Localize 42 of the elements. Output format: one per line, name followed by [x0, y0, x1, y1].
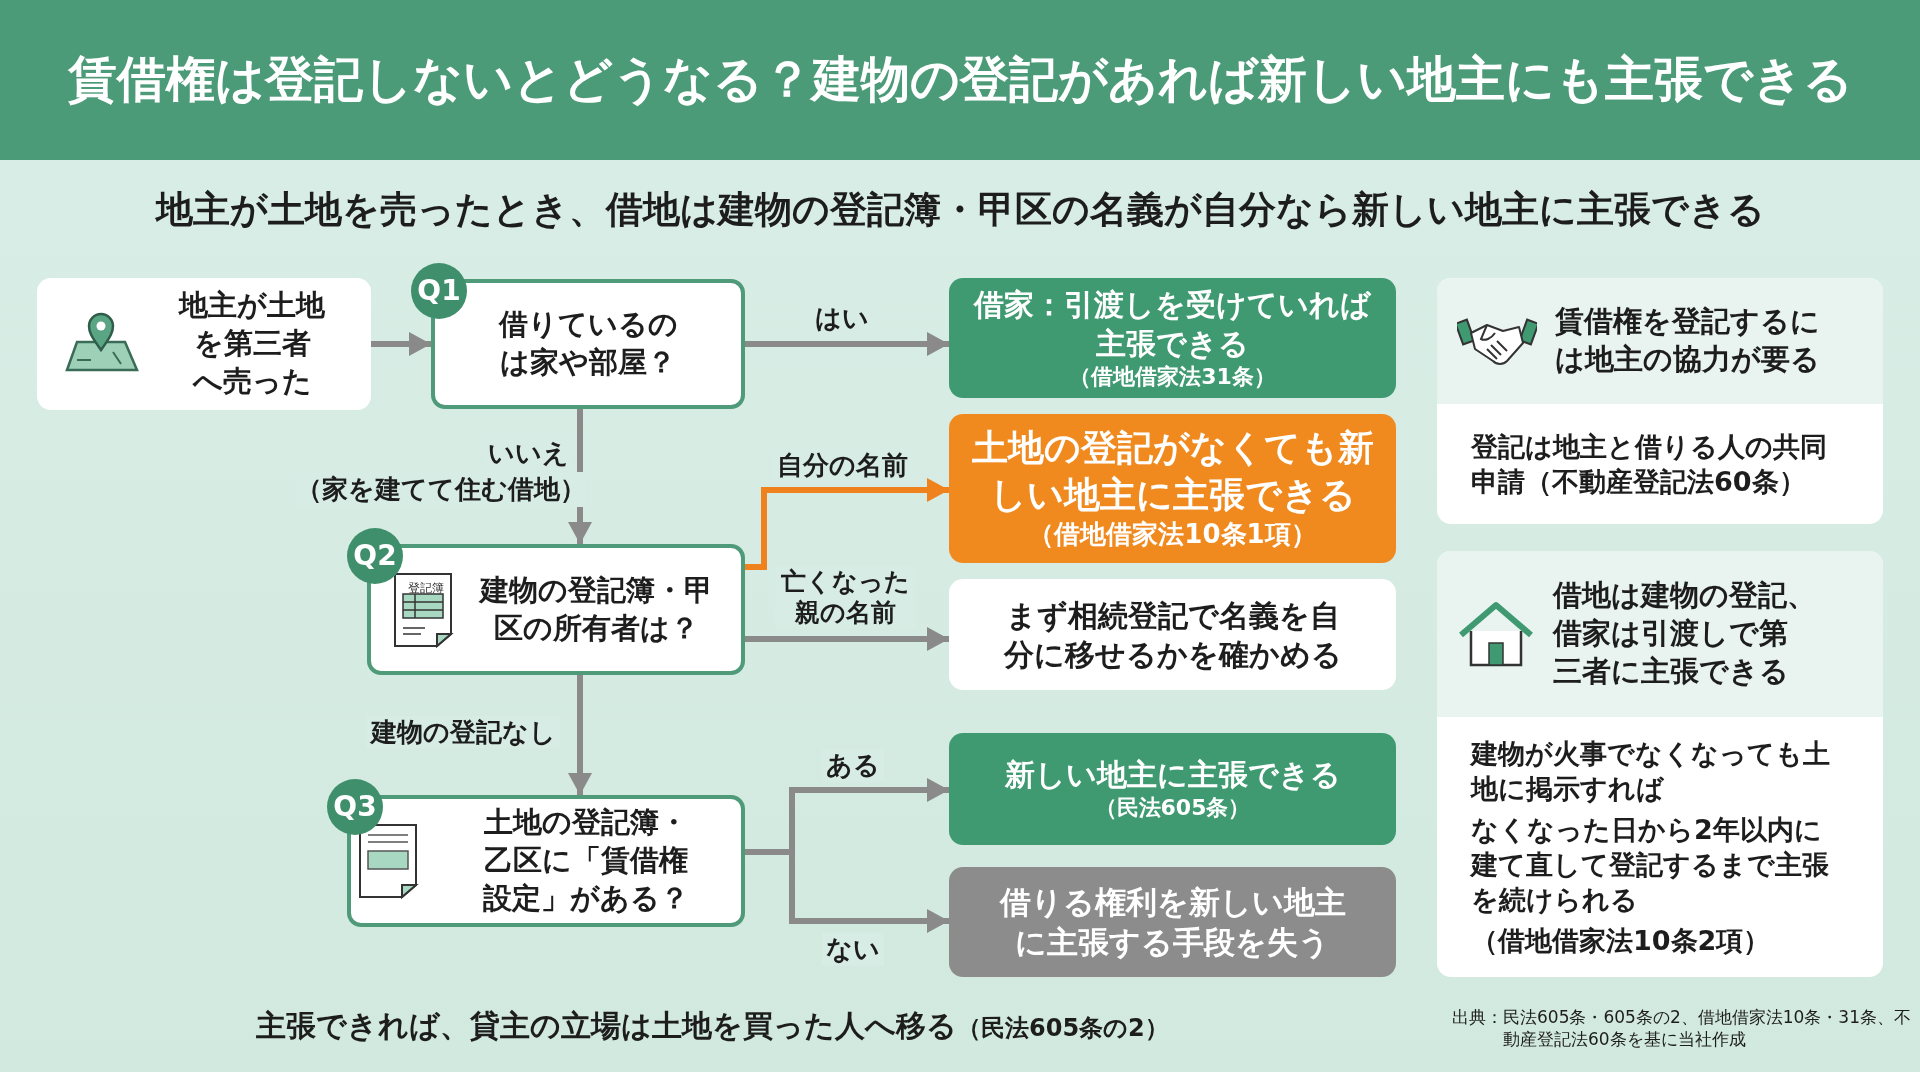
node-text: 借りる権利を新しい地主に主張する手段を失う — [998, 882, 1347, 962]
arrow — [568, 675, 592, 795]
node-text: 土地の登記簿・乙区に「賃借権設定」がある？ — [482, 804, 690, 917]
panel-note: （借地借家法10条2項） — [1471, 924, 1772, 959]
result-box — [949, 867, 1396, 977]
info-panel — [1437, 551, 1883, 977]
arrow — [745, 627, 949, 651]
node-text: 建物の登記簿・甲区の所有者は？ — [477, 571, 714, 647]
event-box — [37, 278, 371, 410]
arrow — [745, 478, 949, 570]
node-text: 新しい地主に主張できる — [1004, 756, 1341, 795]
panel-note: 建物が火事でなくなっても土地に掲示すれば — [1471, 736, 1831, 806]
panel-heading: 借地は建物の登記、借家は引渡しで第三者に主張できる — [1553, 577, 1817, 690]
edge-label: ない — [822, 932, 884, 966]
arrow — [745, 849, 949, 933]
law-reference: （借地借家法10条1項） — [1027, 518, 1318, 552]
node-text: まず相続登記で名義を自分に移せるかを確かめる — [1002, 596, 1343, 674]
panel-note: 登記は地主と借りる人の共同申請（不動産登記法60条） — [1471, 429, 1828, 499]
question-badge: Q1 — [411, 263, 467, 319]
result-box — [949, 278, 1396, 398]
node-text: 借家：引渡しを受けていれば主張できる — [972, 285, 1372, 363]
node-text: 土地の登記がなくても新しい地主に主張できる — [970, 425, 1375, 517]
footer-note: 主張できれば、貸主の立場は土地を買った人へ移る — [256, 1007, 957, 1045]
result-box — [949, 733, 1396, 845]
info-panel — [1437, 278, 1883, 524]
law-reference: （借地借家法31条） — [1069, 362, 1276, 391]
arrow — [745, 332, 949, 356]
node-text: 地主が土地を第三者へ売った — [177, 287, 326, 400]
question-badge: Q3 — [327, 779, 383, 835]
panel-note: なくなった日から2年以内に建て直して登記するまで主張を続けられる — [1471, 812, 1830, 918]
result-box — [949, 414, 1396, 563]
icon-caption: 登記簿 — [408, 580, 444, 597]
panel-heading: 賃借権を登記するには地主の協力が要る — [1555, 303, 1821, 378]
node-text: 借りているのは家や部屋？ — [497, 306, 679, 381]
source-note: 出典：民法605条・605条の2、借地借家法10条・31条、不動産登記法60条を基に当社作成 — [1452, 1006, 1912, 1051]
subtitle: 地主が土地を売ったとき、借地は建物の登記簿・甲区の名義が自分なら新しい地主に主張できる — [154, 187, 1766, 233]
law-reference: （民法605条の2） — [957, 1013, 1169, 1044]
title-banner: 賃借権は登記しないとどうなる？建物の登記があれば新しい地主にも主張できる — [0, 0, 1920, 160]
question-badge: Q2 — [347, 528, 403, 584]
law-reference: （民法605条） — [1093, 794, 1252, 823]
action-box — [949, 579, 1396, 690]
arrow — [371, 332, 431, 356]
